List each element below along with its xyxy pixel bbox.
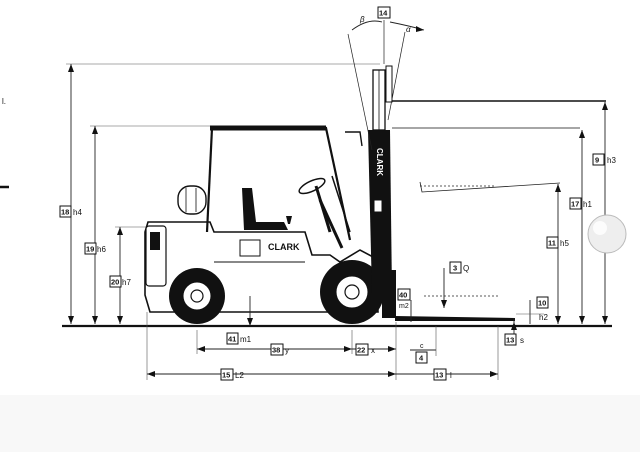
dim-14-number: 14: [379, 9, 388, 18]
dim-s-number: 13: [506, 336, 514, 345]
dim-q-label: Q: [463, 264, 469, 273]
dim-y-number: 38: [272, 346, 280, 355]
dim-h3-number: 9: [595, 156, 599, 165]
dim-h6-number: 19: [86, 245, 94, 254]
dim-c: c 4: [410, 326, 437, 364]
dim-h2-label: h2: [539, 313, 548, 322]
dim-x-label: x: [371, 346, 375, 355]
dim-h7-label: h7: [122, 278, 131, 287]
dim-h6-label: h6: [97, 245, 106, 254]
rear-light: [150, 232, 160, 250]
dim-c-label: c: [420, 343, 424, 350]
dim-l2: 15 L2: [146, 312, 396, 381]
dim-h1-label: h1: [583, 200, 592, 209]
dim-h2: 10 h2: [516, 296, 549, 324]
dim-q-number: 3: [453, 264, 457, 273]
tilt-angles: β α 14: [351, 6, 425, 34]
dim-l: 13 l: [396, 326, 499, 381]
dim-h5-number: 11: [548, 239, 556, 248]
dim-q: 3 Q: [441, 261, 469, 308]
dim-h1: 17 h1: [569, 130, 592, 324]
dim-c-number: 4: [419, 354, 424, 363]
dim-h1-number: 17: [571, 200, 579, 209]
scan-shading: [0, 395, 640, 452]
dim-l2-label: L2: [235, 371, 244, 380]
mast: CLARK: [345, 20, 606, 321]
dim-h4-label: h4: [73, 208, 82, 217]
dim-s-label: s: [520, 336, 524, 345]
dim-h5: 11 h5: [546, 184, 569, 324]
angle-alpha: α: [406, 25, 411, 34]
dim-h5-label: h5: [560, 239, 569, 248]
dim-y: 38 y: [196, 330, 353, 356]
dim-h7-number: 20: [111, 278, 119, 287]
seat: [242, 188, 288, 230]
dim-h2-number: 10: [538, 299, 546, 308]
dim-l-label: l: [450, 371, 452, 380]
front-wheel: [320, 260, 384, 324]
dim-x-number: 22: [357, 346, 365, 355]
dim-y-label: y: [285, 346, 289, 355]
dim-l2-number: 15: [222, 371, 230, 380]
dim-m1: 41 m1: [226, 296, 253, 345]
mast-brand-text: CLARK: [375, 148, 384, 176]
dim-h6: 19 h6: [84, 125, 210, 324]
lpg-bottle: [177, 185, 207, 215]
dim-h4: 18 h4: [59, 63, 380, 324]
angle-beta: β: [359, 15, 365, 24]
dim-m2: 40 m2: [397, 288, 412, 322]
dim-h7: 20 h7: [109, 226, 150, 324]
dim-m1-number: 41: [228, 335, 236, 344]
dim-m1-label: m1: [240, 335, 252, 344]
dim-h3: 9 h3: [592, 102, 616, 324]
dim-s: 13 s: [504, 318, 524, 346]
stray-mark: l.: [2, 97, 6, 106]
load-ball: [587, 214, 627, 254]
dim-x: 22 x: [352, 322, 397, 380]
dim-m2-label: m2: [399, 303, 409, 310]
dim-l-number: 13: [435, 371, 443, 380]
dim-h3-label: h3: [607, 156, 616, 165]
rear-wheel: [169, 268, 225, 324]
steering-wheel: [298, 177, 326, 195]
dim-m2-number: 40: [399, 291, 407, 300]
dim-h4-number: 18: [61, 208, 69, 217]
body-brand-text: CLARK: [268, 242, 300, 252]
